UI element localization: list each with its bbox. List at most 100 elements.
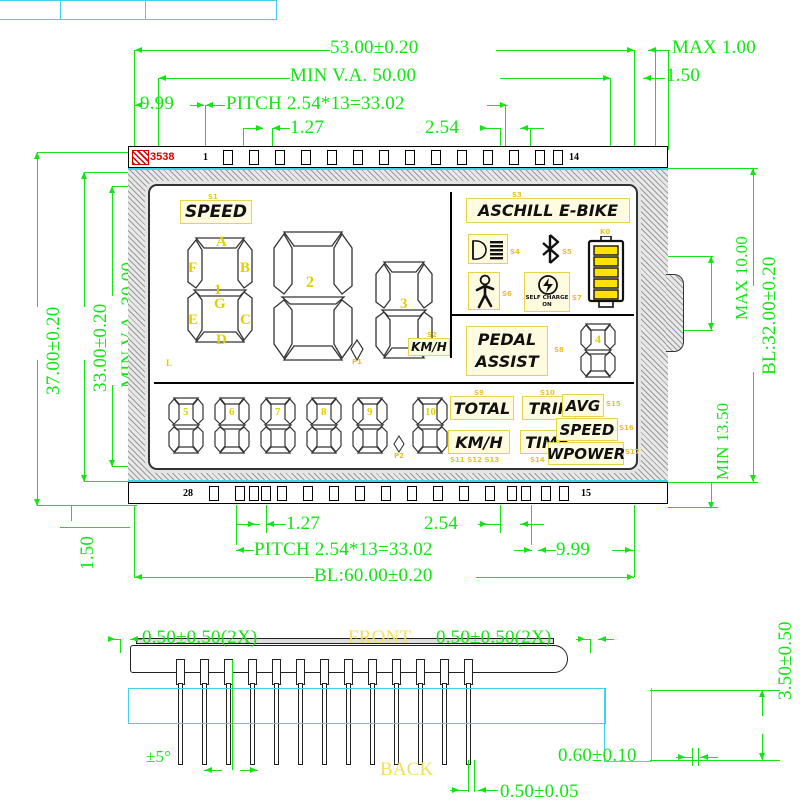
lead-pin [418, 683, 423, 765]
dim-pin-pitch-bottom: 2.54 [424, 513, 459, 534]
dim-edge-offset-right: 9.99 [556, 539, 591, 560]
lcd-module: 3538 1 14 SPEED S1 [128, 146, 684, 504]
speed-unit-label: KM/H [408, 338, 450, 356]
side-view-backlight-edge [604, 688, 652, 762]
pedal-assist-line1: PEDAL [477, 330, 537, 349]
pin-number-first-bottom: 28 [183, 488, 193, 499]
lead-pin [464, 659, 473, 685]
pin-bar-bottom: 28 15 [128, 482, 668, 504]
dim-pin-pitch: 2.54 [425, 117, 460, 138]
dim-edge-offset-left: 9.99 [140, 93, 175, 114]
odometer-digit-5-index: 5 [183, 406, 189, 418]
odometer-unit-label: KM/H [448, 430, 510, 454]
avg-label: AVG [562, 394, 604, 417]
segment-letter-b: B [240, 260, 251, 276]
dim-lead-offset-left: 0.50±0.50(2X) [142, 627, 258, 648]
lead-pin [370, 683, 375, 765]
speed-label: SPEED [180, 200, 252, 224]
lead-pin [250, 683, 255, 765]
headlight-icon [468, 234, 508, 264]
dim-total-thickness: 3.50±0.50 [775, 621, 796, 700]
segment-letter-d: D [216, 332, 227, 348]
odometer-unit-segname: S11 S12 S13 [450, 456, 500, 464]
lcd-segments: SPEED S1 [150, 186, 640, 468]
odometer-digit-7: 7 [254, 394, 302, 458]
pedal-assist-digit-value: 4 [595, 332, 601, 346]
self-charge-segname: S7 [572, 294, 582, 302]
odometer-decimal-segname: P2 [394, 452, 405, 460]
battery-segname: K0 [600, 228, 611, 236]
lead-pin [248, 659, 257, 685]
odometer-digit-9-index: 9 [367, 406, 373, 418]
lcd-bezel: SPEED S1 [128, 168, 668, 482]
walk-mode-segname: S6 [502, 290, 512, 298]
speed-digit-2-index: 2 [306, 274, 314, 291]
speed-unit-segname: S2 [427, 331, 437, 339]
lead-pin [200, 659, 209, 685]
lead-pin [442, 683, 447, 765]
odometer-digit-5: 5 [162, 394, 210, 458]
dim-backlight-height: BL:32.00±0.20 [759, 256, 780, 375]
lead-pin [368, 659, 377, 685]
battery-icon [584, 235, 628, 317]
pin-number-last-bottom: 15 [581, 488, 591, 499]
odometer-digit-10-index: 10 [425, 406, 436, 418]
back-label: BACK [380, 759, 434, 780]
side-view-backlight-outline [128, 688, 606, 724]
lcd-viewing-area: SPEED S1 [148, 184, 640, 470]
lead-pin [298, 683, 303, 765]
dim-pin-width-bottom: 1.27 [286, 513, 321, 534]
logo-text: 3538 [150, 151, 175, 163]
dim-glass-height: 33.00±0.20 [90, 303, 111, 392]
total-segname: S9 [474, 389, 484, 397]
lead-pin [322, 683, 327, 765]
lead-pin [176, 659, 185, 685]
lead-pin [202, 683, 207, 765]
pedal-assist-label: PEDAL ASSIST [466, 326, 548, 376]
dim-pin-width: 1.27 [290, 117, 325, 138]
wpower-segname: S17 [625, 448, 640, 456]
dim-min-va-width: MIN V.A. 50.00 [290, 65, 417, 86]
dim-overall-height: 37.00±0.20 [43, 306, 64, 395]
lead-pin [394, 683, 399, 765]
speed-decimal-segname: P1 [352, 358, 363, 366]
headlight-segname: S4 [510, 248, 520, 256]
lead-pin [274, 683, 279, 765]
trip-segname: S10 [540, 389, 555, 397]
speed-digit-1-index: 1 [214, 282, 222, 298]
dim-edge-gap: 1.50 [666, 65, 701, 86]
odometer-digit-10: 10 [406, 394, 454, 458]
speed-label-segname: S1 [208, 193, 218, 201]
lead-pin [320, 659, 329, 685]
dim-lead-thickness: 0.60±0.10 [558, 745, 637, 766]
speed-digit-2: 2 [262, 224, 362, 376]
lead-pin [440, 659, 449, 685]
dim-pitch-bottom: PITCH 2.54*13=33.02 [254, 539, 433, 560]
time-segname: S14 [530, 456, 545, 464]
speed-digit-3-index: 3 [400, 296, 408, 312]
segment-letter-c: C [240, 312, 251, 328]
bluetooth-icon [538, 233, 562, 270]
bluetooth-segname: S5 [562, 248, 572, 256]
self-charge-icon: SELF CHARGE ON [524, 272, 570, 312]
odometer-digit-6: 6 [208, 394, 256, 458]
dim-overall-width: 53.00±0.20 [330, 37, 419, 58]
odometer-decimal-point: P2 [392, 434, 408, 460]
brand-label: ASCHILL E-BIKE [466, 198, 630, 223]
speed-digit-3: 3 [368, 256, 440, 372]
lead-pin [272, 659, 281, 685]
lead-pin [226, 683, 231, 765]
pin-number-last-top: 14 [569, 152, 579, 163]
dim-bottom-gap: 1.50 [77, 535, 98, 570]
odometer-digit-8: 8 [300, 394, 348, 458]
lead-pin [346, 683, 351, 765]
lead-pin [296, 659, 305, 685]
odometer-digit-7-index: 7 [275, 406, 281, 418]
avg-speed-label: SPEED [556, 418, 618, 441]
segment-letter-a: A [216, 234, 227, 250]
speed-digit-1: 1 A B C D E F G [178, 230, 262, 358]
walk-mode-icon [468, 272, 500, 310]
speed-decimal-point: P1 [348, 338, 368, 366]
title-block-fragment [0, 0, 277, 20]
